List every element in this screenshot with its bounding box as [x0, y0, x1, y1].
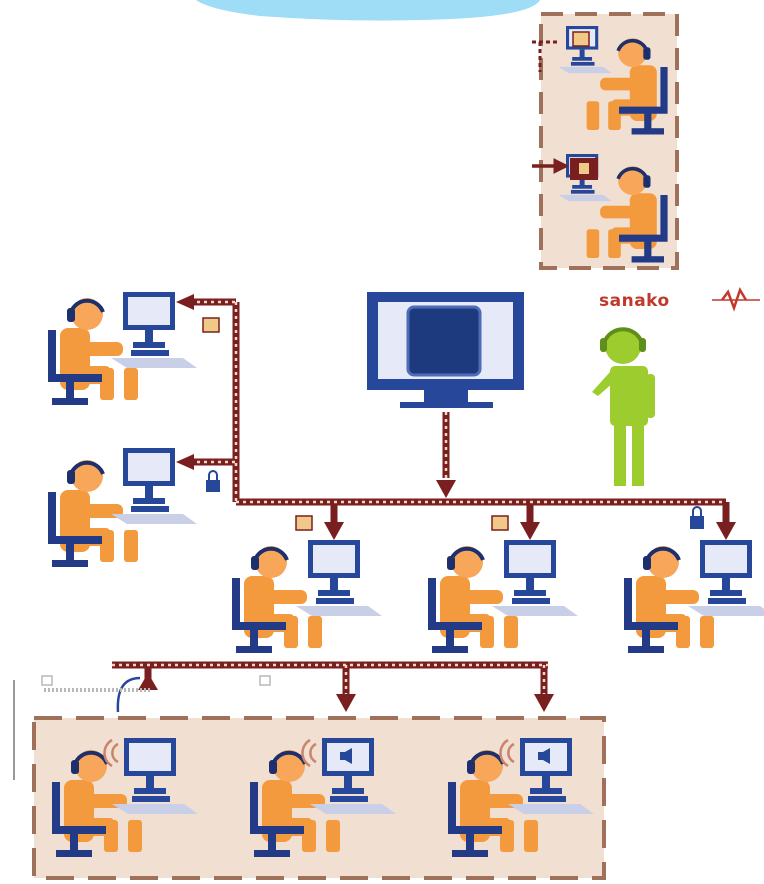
- svg-text:sanako: sanako: [599, 291, 670, 311]
- file-badge-icon: [202, 317, 509, 531]
- bottom-student-group: [13, 675, 606, 880]
- monitor-middle-1: [296, 540, 382, 616]
- group-monitor-2: [558, 154, 612, 202]
- top-decorative-shape: [196, 0, 540, 21]
- group-monitor-1: [558, 26, 612, 74]
- network-links: [112, 294, 736, 713]
- monitor-middle-2: [492, 540, 578, 616]
- monitor-middle-3: [688, 540, 764, 616]
- teacher-monitor-icon: [367, 292, 524, 408]
- upper-right-student-group: [532, 12, 679, 270]
- teacher-icon: [592, 327, 655, 486]
- brand-logo: sanako: [599, 287, 760, 312]
- lock-icon: [206, 470, 704, 529]
